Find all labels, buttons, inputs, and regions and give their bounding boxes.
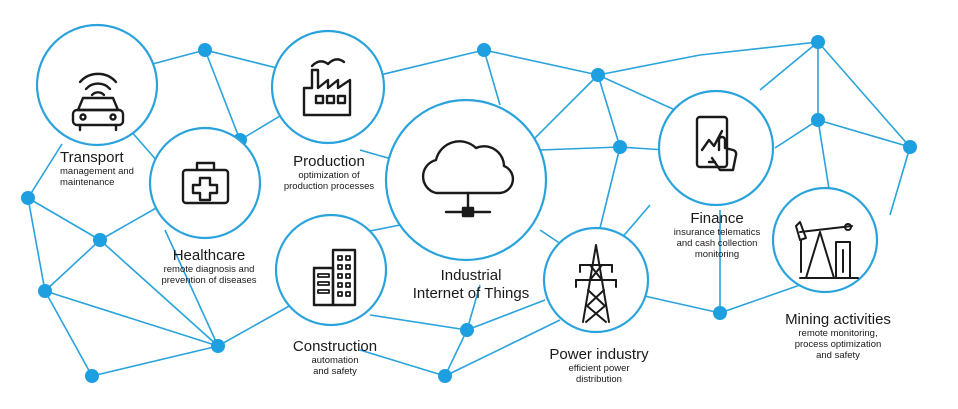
finance-title: Finance xyxy=(690,210,744,227)
transport-subtitle-line2: maintenance xyxy=(60,177,115,188)
iiot-center-label: Industrial Internet of Things xyxy=(402,267,540,303)
power-industry-subtitle-line2: distribution xyxy=(576,374,622,385)
mining-label: Mining activities remote monitoring, pro… xyxy=(778,311,898,361)
network-nodes xyxy=(21,35,917,383)
production-subtitle-line1: optimization of xyxy=(298,170,360,181)
production-subtitle-line2: production processes xyxy=(283,181,375,192)
first-aid-kit-icon xyxy=(181,161,230,205)
construction-subtitle-line1: automation xyxy=(311,355,359,366)
power-industry-subtitle-line1: efficient power xyxy=(568,363,630,374)
factory-icon xyxy=(302,58,352,117)
mining-title: Mining activities xyxy=(785,311,891,328)
healthcare-title: Healthcare xyxy=(172,247,246,264)
healthcare-label: Healthcare remote diagnosis and preventi… xyxy=(150,247,268,286)
finance-subtitle-line2: and cash collection xyxy=(676,238,758,249)
transport-subtitle-line1: management and xyxy=(60,166,134,177)
transport-circle xyxy=(35,23,159,147)
healthcare-subtitle-line1: remote diagnosis and xyxy=(163,264,255,275)
mining-subtitle-line2: process optimization xyxy=(794,339,882,350)
construction-title: Construction xyxy=(292,338,378,355)
production-label: Production optimization of production pr… xyxy=(272,153,386,192)
iiot-title-line1: Industrial xyxy=(440,267,502,284)
network-links xyxy=(27,41,911,377)
power-industry-label: Power industry efficient power distribut… xyxy=(540,346,658,385)
mining-circle xyxy=(771,186,879,294)
construction-circle xyxy=(274,213,388,327)
mining-subtitle-line3: and safety xyxy=(816,350,860,361)
production-title: Production xyxy=(293,153,365,170)
power-tower-icon xyxy=(575,244,617,323)
sector-circles xyxy=(35,23,879,334)
connected-car-icon xyxy=(71,72,125,132)
transport-title: Transport xyxy=(60,149,124,166)
power-industry-title: Power industry xyxy=(549,346,649,363)
building-icon xyxy=(312,248,357,307)
finance-subtitle-line3: monitoring xyxy=(694,249,740,260)
finance-subtitle-line1: insurance telematics xyxy=(673,227,761,238)
transport-label: Transport management and maintenance xyxy=(60,149,134,188)
cloud-network-icon xyxy=(421,140,515,218)
healthcare-subtitle-line2: prevention of diseases xyxy=(161,275,257,286)
mining-subtitle-line1: remote monitoring, xyxy=(798,328,878,339)
healthcare-circle xyxy=(148,126,262,240)
construction-label: Construction automation and safety xyxy=(286,338,384,377)
finance-circle xyxy=(657,89,775,207)
finance-label: Finance insurance telematics and cash co… xyxy=(664,210,770,260)
iiot-center-circle xyxy=(384,98,548,262)
construction-subtitle-line2: and safety xyxy=(313,366,357,377)
oil-pump-icon xyxy=(795,221,859,279)
iiot-title-line2: Internet of Things xyxy=(412,285,530,302)
tablet-touch-icon xyxy=(695,115,738,172)
